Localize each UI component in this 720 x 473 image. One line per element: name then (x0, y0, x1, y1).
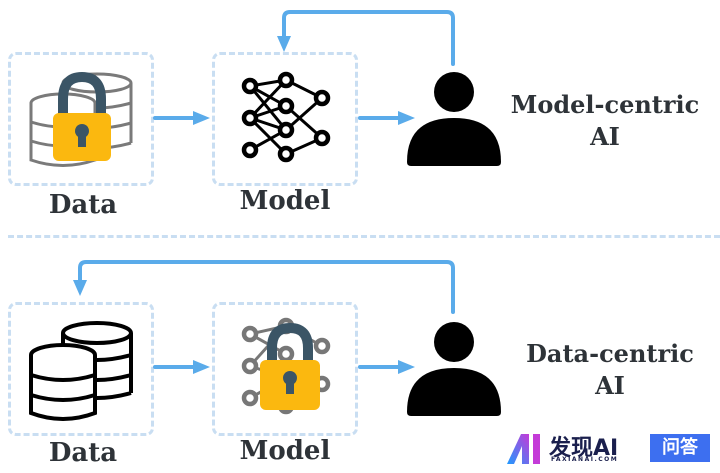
logo-text: 发现AI (549, 436, 619, 461)
data-label-top: Data (48, 190, 118, 220)
section-divider (8, 235, 720, 238)
title-line1: Data-centric (526, 339, 694, 368)
data-box-top (8, 52, 154, 186)
model-label-top: Model (239, 186, 331, 216)
data-centric-title: Data-centric AI (510, 338, 710, 402)
model-box-bottom (212, 302, 358, 436)
model-box-top (212, 52, 358, 186)
neural-network-icon (241, 71, 331, 163)
ai-logo-icon (507, 434, 540, 464)
watermark: 发现AI FAXIANAI.COM 问答 (505, 432, 715, 468)
locked-database-icon (29, 71, 133, 167)
data-label-bottom: Data (48, 438, 118, 468)
qa-badge: 问答 (650, 434, 710, 462)
data-box-bottom (8, 302, 154, 436)
title-line2: AI (590, 122, 620, 151)
database-icon (29, 321, 133, 421)
person-icon-bottom (407, 322, 501, 416)
title-line2: AI (595, 371, 625, 400)
title-line1: Model-centric (510, 90, 700, 119)
model-centric-title: Model-centric AI (505, 89, 705, 153)
model-label-bottom: Model (239, 436, 331, 466)
logo-sub: FAXIANAI.COM (551, 456, 619, 463)
locked-neural-network-icon (241, 317, 331, 415)
person-icon-top (407, 72, 501, 166)
